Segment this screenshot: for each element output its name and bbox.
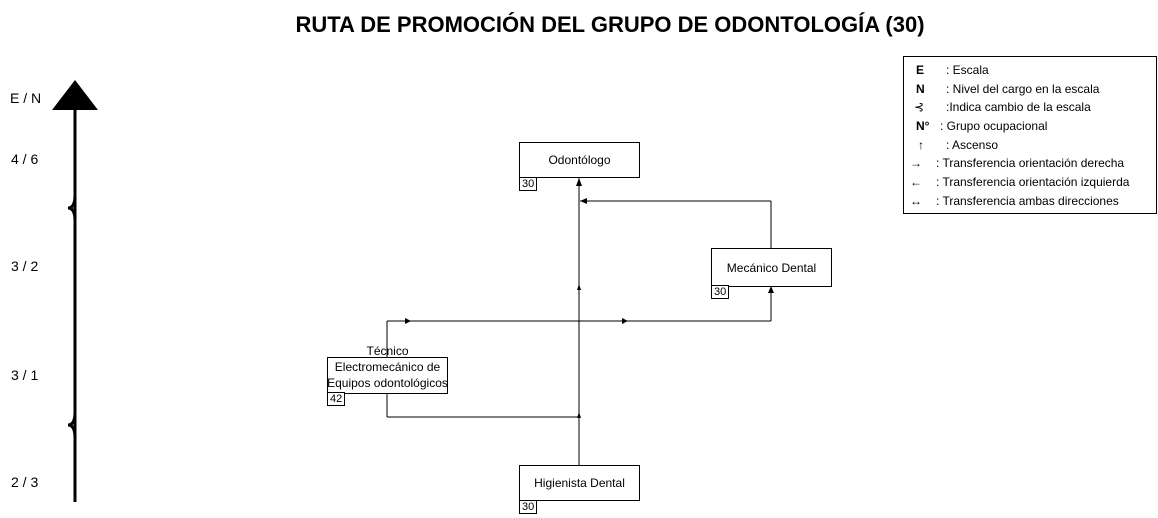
legend-text: : Escala [946,63,989,77]
legend-symbol: E [916,63,925,77]
legend-text: :Indica cambio de la escala [946,100,1091,114]
legend-text: : Nivel del cargo en la escala [946,82,1100,96]
label-tecnico: Técnico Electromecánico de Equipos odont… [327,344,448,390]
arrow-both-icon: ↔ [910,194,922,208]
legend: E : Escala N : Nivel del cargo en la esc… [903,56,1157,214]
legend-symbol: N° [916,119,930,133]
arrow-right-icon: → [910,156,922,170]
axis-header: E / N [10,90,42,106]
arrow-up-mid [577,284,581,290]
label-higienista: Higienista Dental [534,476,625,490]
scale-change-brace-upper [67,194,77,222]
arrow-left-icon: ← [910,175,922,189]
legend-text: : Transferencia ambas direcciones [936,194,1119,208]
legend-text: : Ascenso [946,138,999,152]
legend-symbol: N [916,82,925,96]
legend-text: : Transferencia orientación derecha [936,156,1125,170]
level-label-4-6: 4 / 6 [11,151,39,167]
box-odontologo: Odontólogo [519,142,640,178]
arrow-right-2 [622,318,628,324]
code-mecanico: 30 [711,285,730,299]
code-odontologo: 30 [519,177,538,191]
code-tecnico: 42 [327,392,346,406]
label-odontologo: Odontólogo [548,153,611,167]
level-label-2-3: 2 / 3 [11,474,39,490]
box-mecanico: Mecánico Dental [711,248,832,287]
legend-text: : Grupo ocupacional [940,119,1048,133]
level-label-3-2: 3 / 2 [11,258,39,274]
axis-arrowhead [52,80,98,110]
brace-icon: ⊰ [914,100,925,114]
arrow-up-icon: ↑ [918,138,924,152]
level-label-3-1: 3 / 1 [11,367,39,383]
legend-text: : Transferencia orientación izquierda [936,175,1130,189]
scale-change-brace-lower [67,411,77,439]
code-higienista: 30 [519,500,538,514]
box-tecnico [327,357,448,394]
arrow-up-mecanico [768,286,774,293]
label-mecanico: Mecánico Dental [726,260,817,275]
box-higienista: Higienista Dental [519,465,640,501]
arrow-right-1 [405,318,411,324]
diagram-title: RUTA DE PROMOCIÓN DEL GRUPO DE ODONTOLOG… [295,12,925,37]
arrow-up-odontologo [576,178,582,186]
arrow-left-odontologo [580,198,587,204]
